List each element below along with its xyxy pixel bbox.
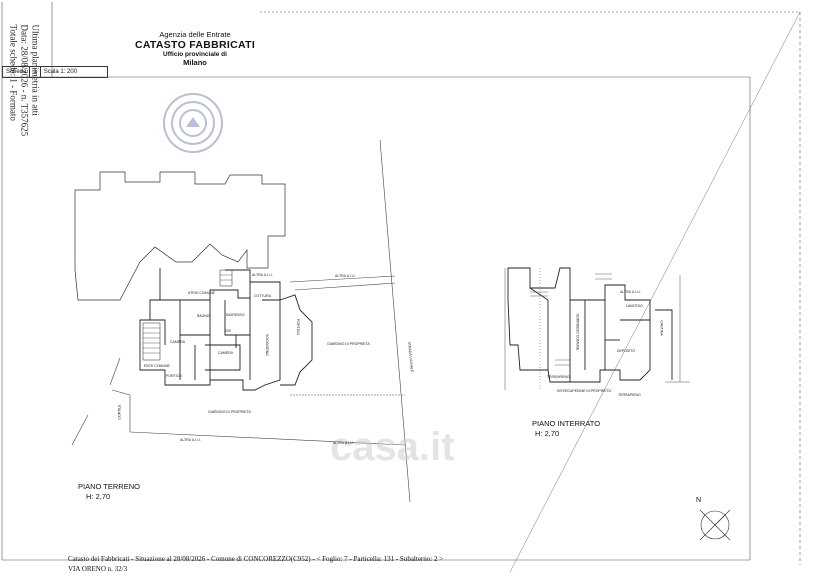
label-altra-uiu-4: ALTRA U.I.U. <box>333 441 354 445</box>
footer-line-1: Catasto dei Fabbricati - Situazione al 2… <box>68 555 444 563</box>
office-label: Ufficio provinciale di <box>163 51 227 58</box>
ground-floor-title: PIANO TERRENO <box>78 482 140 491</box>
room-label-ingresso: INGRESSO <box>226 313 245 317</box>
room-label-enti-comuni: ENTE COMUNE <box>144 364 170 368</box>
room-label-camera-1: CAMERA <box>170 340 185 344</box>
label-intercapedine: INTERCAPEDINE DI PROPRIETA' <box>557 389 612 393</box>
room-label-atrio: ATRIO COMUNE <box>188 291 215 295</box>
north-label: N <box>696 497 702 504</box>
label-altra-uiu-basement: ALTRA U.I.U. <box>620 290 641 294</box>
label-cortile: CORTILE <box>117 404 122 420</box>
room-label-soggiorno: SOGGIORNO <box>264 334 269 356</box>
basement-title: PIANO INTERRATO <box>532 419 601 428</box>
agency-logo-icon <box>163 93 223 153</box>
label-terrapieno-1: TERRAPIENO <box>547 375 570 379</box>
ground-floor-walls <box>139 268 313 391</box>
label-terrapieno-2: TERRAPIENO <box>618 393 641 397</box>
basement-height: H: 2,70 <box>535 429 560 438</box>
document-title: CATASTO FABBRICATI <box>134 39 256 51</box>
label-altra-uiu-2: ALTRA U.I.U. <box>335 274 356 278</box>
room-label-portico-h: PORTICO <box>166 374 182 378</box>
label-altra-uiu-3: ALTRA U.I.U. <box>180 438 201 442</box>
room-label-cantina: CANTINA <box>659 320 664 336</box>
scheda-label: Scheda <box>6 69 27 75</box>
room-label-giardino-1: GIARDINO DI PROPRIETA' <box>327 342 371 346</box>
room-label-camera-2: CAMERA <box>218 351 233 355</box>
scheda-number: 1 <box>29 67 39 77</box>
room-label-lavatoio: LAVATOIO <box>626 304 643 308</box>
document-header: Agenzia delle Entrate CATASTO FABBRICATI… <box>130 30 260 67</box>
ground-floor-height: H: 2,70 <box>86 492 111 501</box>
room-label-portico-v: PORTICO <box>295 319 300 335</box>
scheda-box: Scheda 1 Scala 1: 200 <box>2 66 109 78</box>
label-corridoio: CORRIDOIO COMUNE <box>575 313 580 351</box>
room-label-dis: DIS <box>225 329 231 333</box>
room-label-deposito: DEPOSITO <box>617 349 636 353</box>
basement-walls <box>507 267 673 383</box>
office-city: Milano <box>183 58 207 67</box>
footer-line-2: VIA ORENO n. 32/3 <box>68 565 128 573</box>
room-label-giardino-2: GIARDINO DI PROPRIETA' <box>208 410 252 414</box>
room-label-bagno: BAGNO <box>197 314 210 318</box>
watermark: casa.it <box>330 425 455 469</box>
scale-label: Scala 1: 200 <box>39 67 107 77</box>
agency-name: Agenzia delle Entrate <box>159 30 231 39</box>
north-arrow-icon <box>699 509 731 541</box>
room-label-cottura: COTTURA <box>254 294 271 298</box>
neighbour-building-outline <box>74 171 286 301</box>
label-altra-uiu-1: ALTRA U.I.U. <box>252 273 273 277</box>
